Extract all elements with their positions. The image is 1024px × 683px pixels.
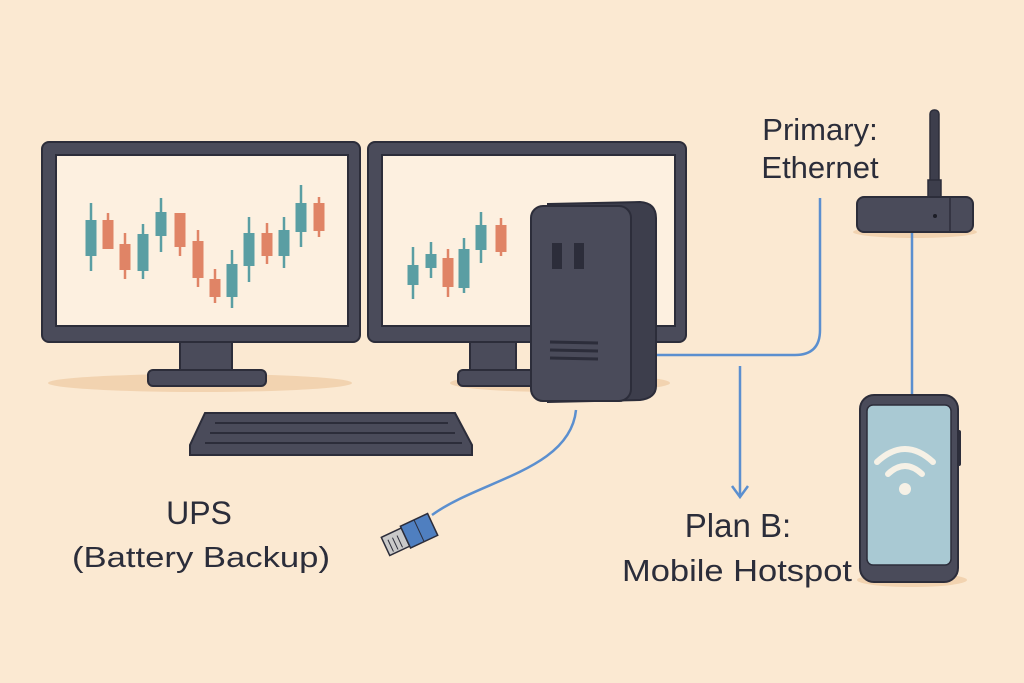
candlestick — [137, 224, 149, 279]
candlestick — [313, 197, 325, 237]
candlestick — [407, 247, 419, 299]
phone-icon — [859, 394, 961, 583]
ethernet-label: Ethernet — [761, 150, 879, 185]
keyboard-icon — [189, 412, 473, 456]
candlestick-chart-left — [85, 185, 325, 308]
candlestick — [102, 213, 114, 249]
candlestick — [155, 198, 167, 252]
power-plug-icon — [380, 512, 439, 557]
mobile-hotspot-label: Mobile Hotspot — [622, 553, 852, 588]
arrow-down-icon — [730, 366, 750, 500]
ups-icon — [530, 200, 657, 404]
ups-label: UPS — [166, 495, 232, 531]
router-icon — [856, 109, 974, 233]
ethernet-cable — [655, 198, 822, 357]
candlestick — [458, 238, 470, 293]
candlestick-chart-right — [407, 212, 507, 299]
candlestick — [442, 249, 454, 297]
candlestick — [209, 269, 221, 303]
candlestick — [192, 230, 204, 287]
candlestick — [119, 233, 131, 279]
monitor-icon — [41, 141, 361, 387]
candlestick — [85, 203, 97, 271]
candlestick — [425, 242, 437, 278]
monitor-screen-left — [55, 154, 349, 327]
battery-backup-label: (Battery Backup) — [72, 542, 330, 574]
candlestick — [495, 218, 507, 256]
candlestick — [295, 185, 307, 247]
candlestick — [174, 213, 186, 256]
candlestick — [226, 250, 238, 308]
power-cable — [431, 409, 578, 517]
candlestick — [475, 212, 487, 263]
primary-label: Primary: — [762, 112, 877, 147]
candlestick — [261, 223, 273, 264]
plan-b-label: Plan B: — [685, 507, 791, 544]
wifi-icon — [874, 446, 936, 495]
candlestick — [278, 217, 290, 268]
candlestick — [243, 217, 255, 282]
